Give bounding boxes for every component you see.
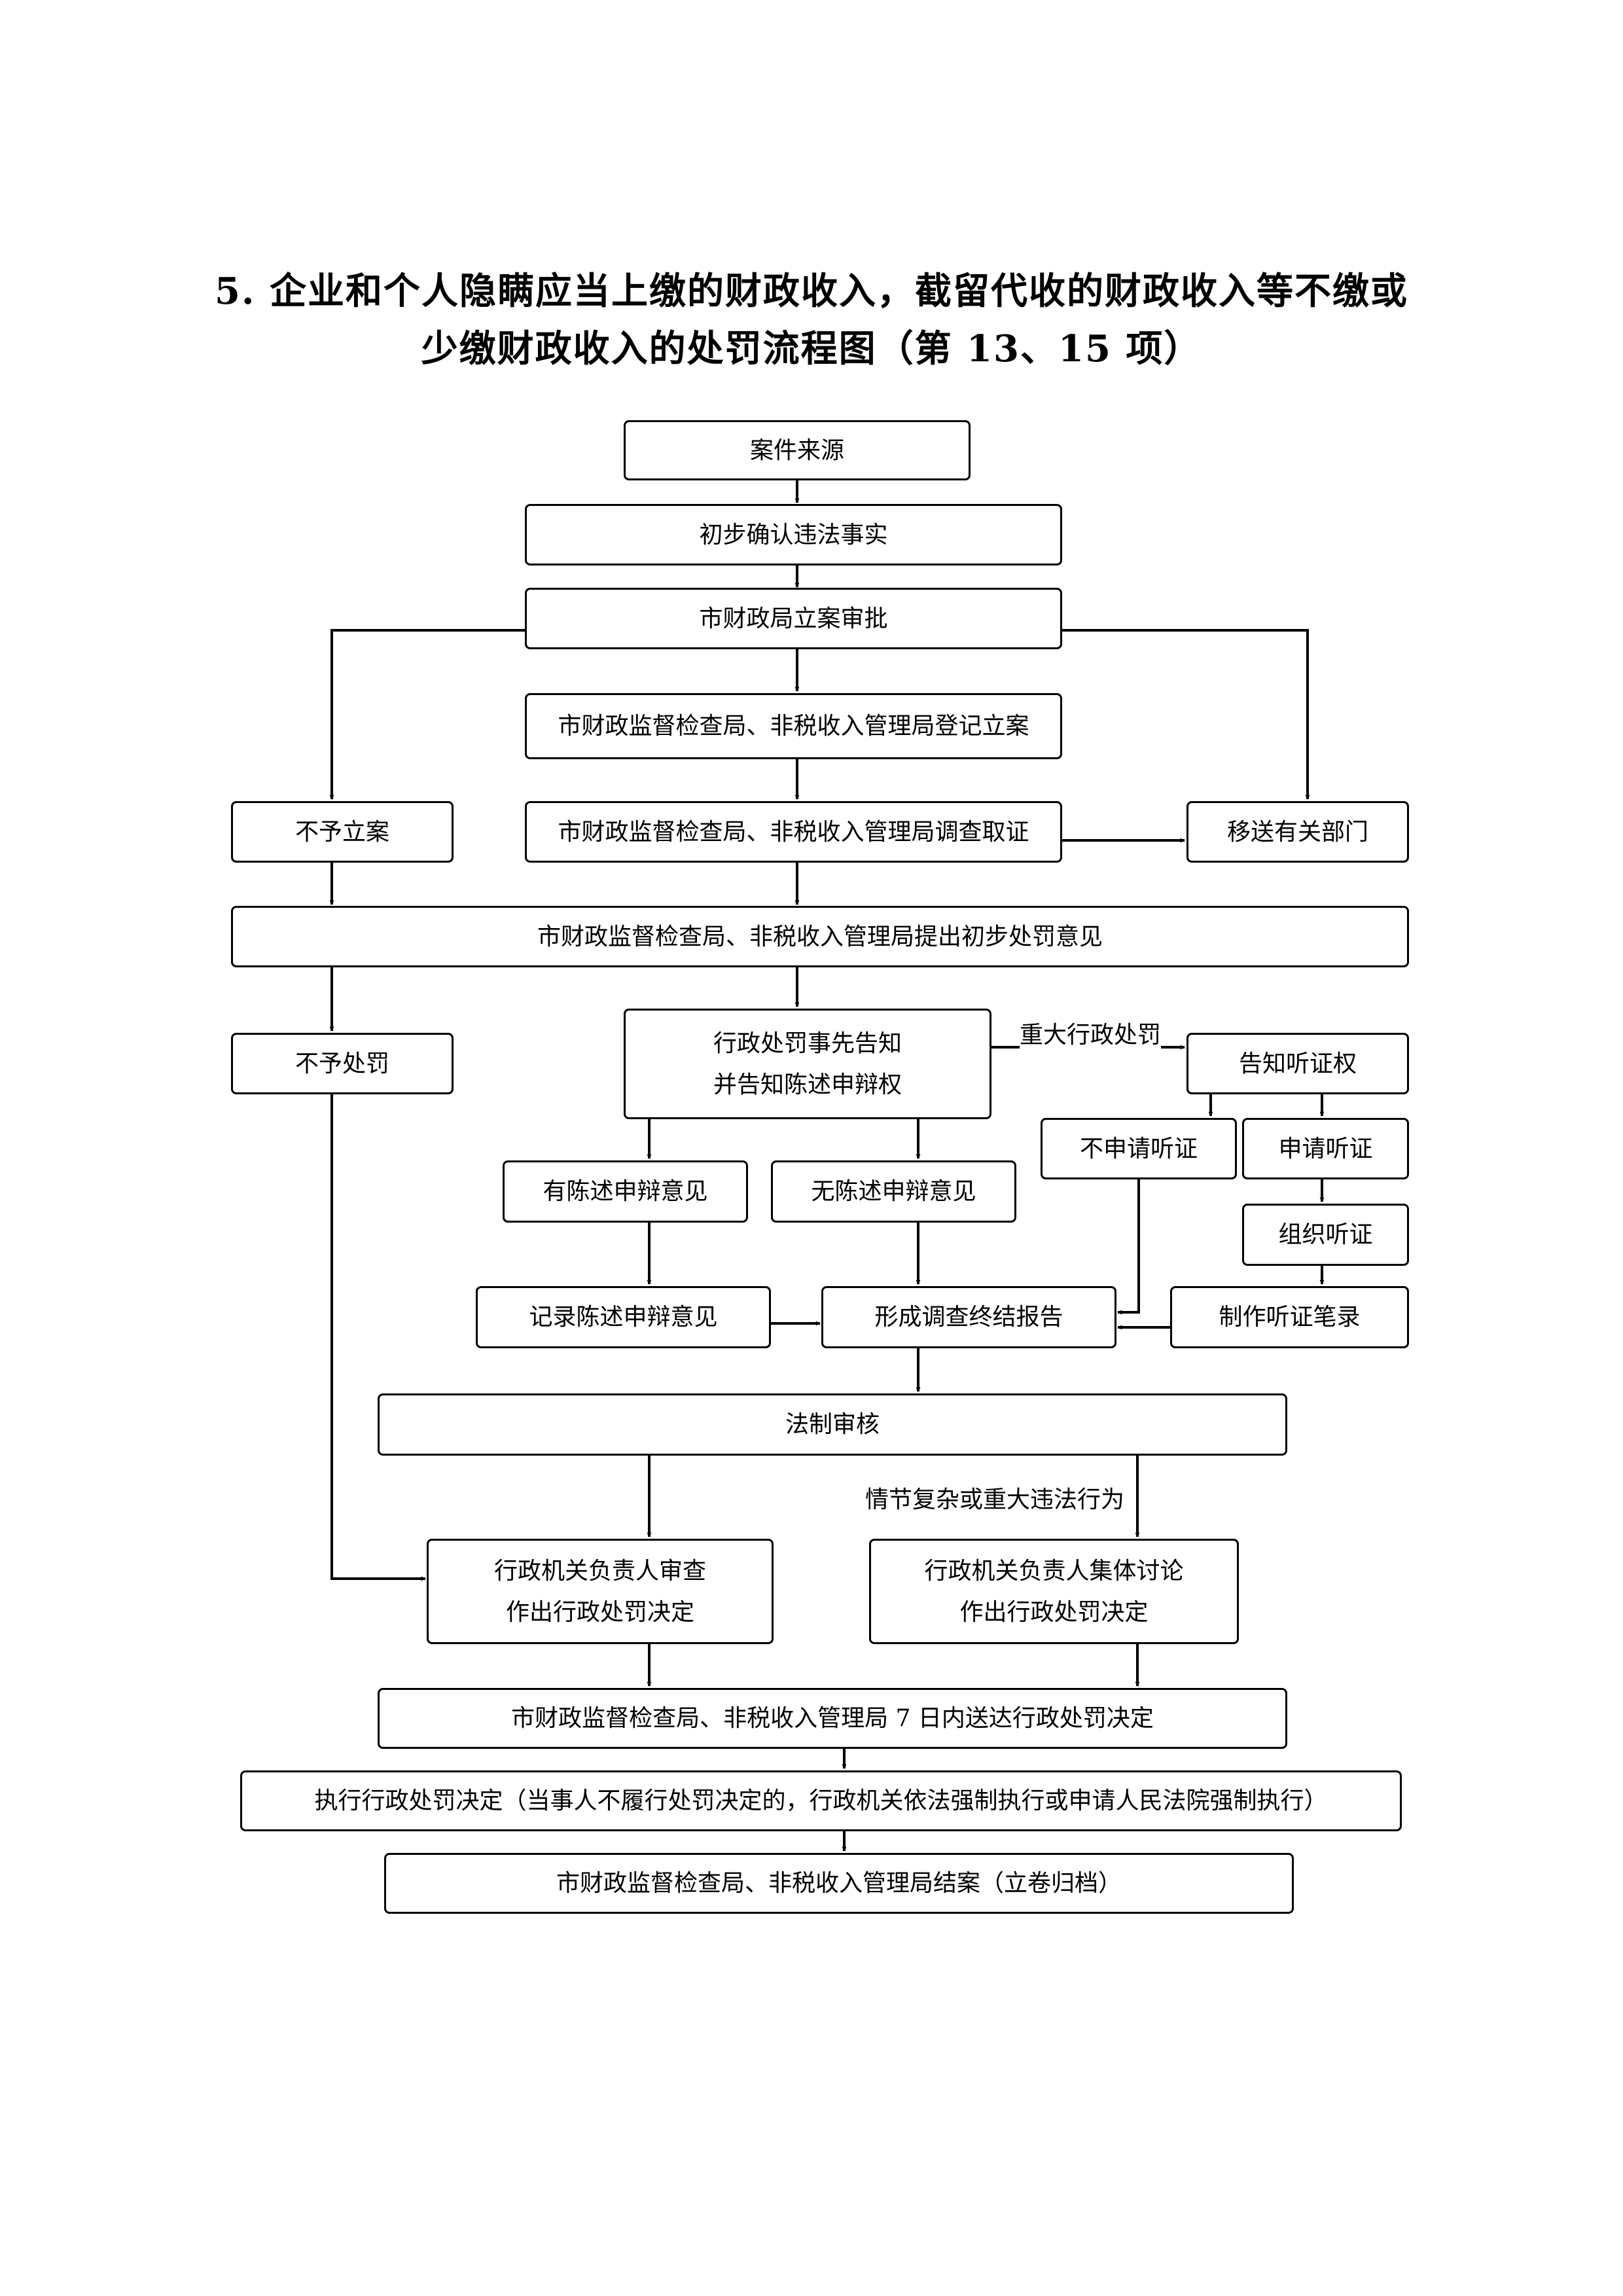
- node-approval: 市财政局立案审批: [525, 588, 1062, 649]
- node-investigate-label: 市财政监督检查局、非税收入管理局调查取证: [558, 818, 1029, 846]
- node-no-filing-label: 不予立案: [294, 818, 389, 846]
- node-no-hearing-apply: 不申请听证: [1041, 1118, 1237, 1179]
- node-hearing-apply-label: 申请听证: [1278, 1135, 1373, 1162]
- node-execute-decision-label: 执行行政处罚决定（当事人不履行处罚决定的，行政机关依法强制执行或申请人民法院强制…: [314, 1787, 1328, 1814]
- node-close-case: 市财政监督检查局、非税收入管理局结案（立卷归档）: [384, 1853, 1294, 1914]
- node-no-filing: 不予立案: [231, 801, 454, 863]
- node-collective-line-1: 行政机关负责人集体讨论: [924, 1557, 1184, 1585]
- node-prior-notice: 行政处罚事先告知 并告知陈述申辩权: [624, 1009, 991, 1119]
- node-without-defense-label: 无陈述申辩意见: [811, 1178, 976, 1205]
- arrow-no-apply-to-report: [1117, 1178, 1140, 1315]
- node-record-defense: 记录陈述申辩意见: [476, 1286, 771, 1348]
- node-final-report: 形成调查终结报告: [821, 1286, 1116, 1348]
- node-close-case-label: 市财政监督检查局、非税收入管理局结案（立卷归档）: [556, 1870, 1122, 1897]
- node-collective-discussion: 行政机关负责人集体讨论 作出行政处罚决定: [869, 1539, 1239, 1644]
- node-record-defense-label: 记录陈述申辩意见: [529, 1304, 718, 1331]
- node-hearing-notice: 告知听证权: [1186, 1033, 1409, 1094]
- node-head-review-line-1: 行政机关负责人审查: [493, 1557, 706, 1585]
- node-initial-opinion-label: 市财政监督检查局、非税收入管理局提出初步处罚意见: [537, 923, 1103, 950]
- page-title-line-2: 少缴财政收入的处罚流程图（第 13、15 项）: [421, 327, 1202, 370]
- node-preliminary-confirm: 初步确认违法事实: [525, 504, 1062, 565]
- node-investigate: 市财政监督检查局、非税收入管理局调查取证: [525, 801, 1062, 863]
- node-register-label: 市财政监督检查局、非税收入管理局登记立案: [558, 713, 1029, 740]
- edge-label-complex-case: 情节复杂或重大违法行为: [865, 1480, 1125, 1515]
- node-execute-decision: 执行行政处罚决定（当事人不履行处罚决定的，行政机关依法强制执行或申请人民法院强制…: [240, 1770, 1402, 1831]
- node-case-source: 案件来源: [624, 420, 971, 480]
- node-organize-hearing-label: 组织听证: [1278, 1221, 1373, 1248]
- node-legal-review: 法制审核: [378, 1393, 1287, 1456]
- node-approval-label: 市财政局立案审批: [699, 605, 888, 632]
- node-organize-hearing: 组织听证: [1242, 1204, 1409, 1266]
- node-deliver-decision: 市财政监督检查局、非税收入管理局 7 日内送达行政处罚决定: [378, 1688, 1287, 1749]
- node-no-hearing-apply-label: 不申请听证: [1079, 1135, 1198, 1162]
- node-hearing-record-label: 制作听证笔录: [1219, 1304, 1361, 1331]
- node-hearing-record: 制作听证笔录: [1170, 1286, 1409, 1348]
- node-head-review-line-2: 作出行政处罚决定: [505, 1598, 694, 1626]
- node-legal-review-label: 法制审核: [785, 1411, 880, 1438]
- arrow-no-penalty-to-head-review: [330, 1094, 426, 1581]
- arrow-approval-to-transfer: [1062, 629, 1310, 800]
- node-no-penalty-label: 不予处罚: [294, 1050, 389, 1077]
- node-without-defense: 无陈述申辩意见: [771, 1160, 1016, 1223]
- node-hearing-notice-label: 告知听证权: [1238, 1050, 1357, 1077]
- node-prior-notice-line-1: 行政处罚事先告知: [713, 1030, 902, 1057]
- node-prior-notice-line-2: 并告知陈述申辩权: [713, 1071, 902, 1098]
- node-no-penalty: 不予处罚: [231, 1033, 454, 1094]
- node-final-report-label: 形成调查终结报告: [874, 1304, 1063, 1331]
- node-collective-line-2: 作出行政处罚决定: [959, 1598, 1149, 1626]
- node-case-source-label: 案件来源: [749, 437, 844, 464]
- edge-label-major-penalty: 重大行政处罚: [1020, 1016, 1162, 1050]
- node-deliver-decision-label: 市财政监督检查局、非税收入管理局 7 日内送达行政处罚决定: [511, 1705, 1154, 1732]
- node-with-defense: 有陈述申辩意见: [503, 1160, 748, 1223]
- node-head-review: 行政机关负责人审查 作出行政处罚决定: [427, 1539, 774, 1644]
- node-with-defense-label: 有陈述申辩意见: [543, 1178, 708, 1205]
- node-initial-opinion: 市财政监督检查局、非税收入管理局提出初步处罚意见: [231, 906, 1409, 967]
- page-title-line-1: 5. 企业和个人隐瞒应当上缴的财政收入，截留代收的财政收入等不缴或: [215, 270, 1408, 313]
- node-transfer-label: 移送有关部门: [1226, 818, 1368, 846]
- node-transfer: 移送有关部门: [1186, 801, 1409, 863]
- node-register: 市财政监督检查局、非税收入管理局登记立案: [525, 693, 1062, 759]
- node-hearing-apply: 申请听证: [1242, 1118, 1409, 1179]
- node-preliminary-confirm-label: 初步确认违法事实: [699, 521, 888, 548]
- arrow-approval-to-no-filing: [329, 629, 525, 800]
